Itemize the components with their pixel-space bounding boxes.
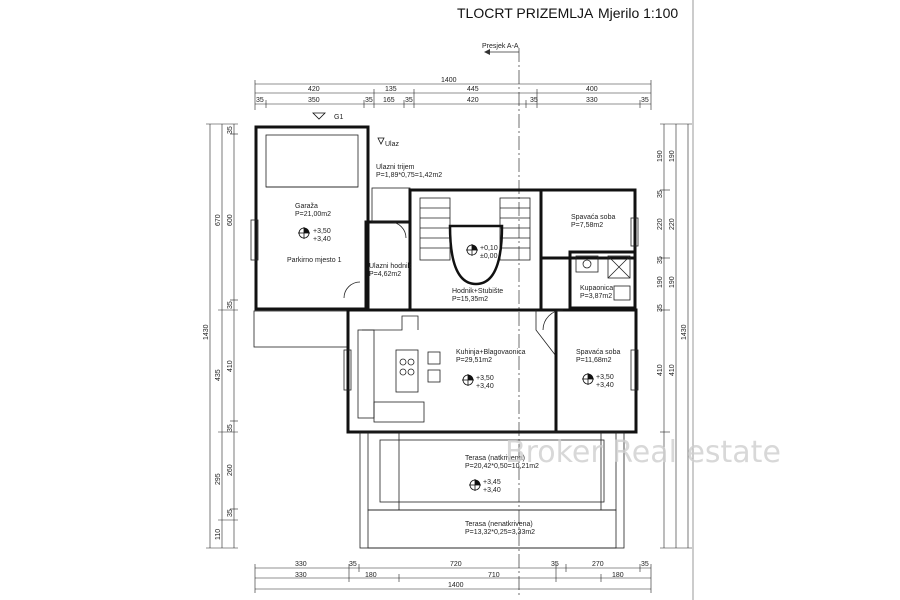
garage-area: P=21,00m2 [295, 211, 331, 218]
dim-top-r2-0: 35 [256, 97, 264, 104]
g1-label: G1 [334, 114, 343, 121]
bedroom2-level-1: +3,50 [596, 374, 614, 381]
right-dimensions: 1430 190 35 220 35 190 35 410 190 220 19… [657, 123, 692, 549]
left-dimensions: 1430 670 435 295 110 35 600 35 410 35 26… [203, 123, 238, 549]
dim-top-r1-2: 445 [467, 86, 479, 93]
dim-bot-r2-3: 180 [612, 572, 624, 579]
bedroom2-area: P=11,68m2 [576, 357, 612, 364]
garage-level-2: +3,40 [313, 236, 331, 243]
dim-right-i0: 190 [657, 150, 664, 162]
dim-right-i6: 410 [657, 364, 664, 376]
entrance-arrow-icon [377, 137, 385, 145]
dim-left-i0: 35 [227, 126, 234, 134]
kitchen-level-2: +3,40 [476, 383, 494, 390]
dim-left-i1: 600 [227, 214, 234, 226]
stairs-name: Hodnik+Stubište [452, 288, 503, 295]
terrace2-area: P=13,32*0,25=3,33m2 [465, 529, 535, 536]
section-label: Presjek A-A [482, 43, 519, 50]
walls [250, 125, 639, 549]
section-arrow-head [484, 49, 490, 55]
dim-top-r1-3: 400 [586, 86, 598, 93]
entrance-label: Ulaz [385, 141, 400, 148]
bedroom2-level-2: +3,40 [596, 382, 614, 389]
terrace2-name: Terasa (nenatkrivena) [465, 521, 533, 528]
dim-top-r2-7: 330 [586, 97, 598, 104]
dim-bot-r1-4: 270 [592, 561, 604, 568]
bedroom1-area: P=7,58m2 [571, 222, 603, 229]
terrace1-level-1: +3,45 [483, 479, 501, 486]
terrace1-name: Terasa (natkrivena) [465, 455, 525, 462]
bedroom2-name: Spavaća soba [576, 349, 620, 356]
dim-top-r1-0: 420 [308, 86, 320, 93]
dim-left-o1: 435 [215, 369, 222, 381]
dim-left-i3: 410 [227, 360, 234, 372]
dim-left-i6: 35 [227, 509, 234, 517]
dim-top-r2-4: 35 [405, 97, 413, 104]
dim-bot-total: 1400 [448, 582, 464, 589]
level-markers [298, 227, 594, 491]
dim-left-o3: 110 [215, 529, 222, 540]
dim-right-i2: 220 [657, 218, 664, 230]
porch-name: Ulazni trijem [376, 164, 415, 171]
dim-left-o0: 670 [215, 214, 222, 226]
bedroom1-name: Spavaća soba [571, 214, 615, 221]
dim-right-total: 1430 [681, 324, 688, 340]
dim-top-r2-2: 35 [365, 97, 373, 104]
dim-right-i4: 190 [657, 276, 664, 288]
dim-right-i3: 35 [657, 256, 664, 264]
dim-right-o3: 410 [669, 364, 676, 376]
dim-top-r2-5: 420 [467, 97, 479, 104]
stairs-level-1: +0,10 [480, 245, 498, 252]
porch-area: P=1,89*0,75=1,42m2 [376, 172, 442, 179]
dim-left-o2: 295 [215, 473, 222, 485]
bottom-dimensions: 330 35 720 35 270 35 330 180 710 180 140… [254, 561, 652, 593]
oval-stair-core [448, 224, 504, 286]
terrace1-level-2: +3,40 [483, 487, 501, 494]
watermark: Broker Real estate [505, 435, 781, 470]
dim-top-r2-8: 35 [641, 97, 649, 104]
dim-top-r1-1: 135 [385, 86, 397, 93]
plan-scale: Mjerilo 1:100 [598, 5, 678, 21]
garage-level-1: +3,50 [313, 228, 331, 235]
dim-right-i1: 35 [657, 190, 664, 198]
dim-left-i4: 35 [227, 424, 234, 432]
dim-bot-r1-5: 35 [641, 561, 649, 568]
dim-bot-r1-1: 35 [349, 561, 357, 568]
dim-top-r2-6: 35 [530, 97, 538, 104]
kitchen-area: P=29,51m2 [456, 357, 492, 364]
top-dimensions: 1400 420 135 445 400 35 350 35 165 35 42… [254, 77, 652, 110]
kitchen-level-1: +3,50 [476, 375, 494, 382]
garage-parking: Parkirno mjesto 1 [287, 257, 342, 264]
dim-left-i5: 260 [227, 464, 234, 476]
dim-right-o1: 220 [669, 218, 676, 230]
dim-right-o2: 190 [669, 276, 676, 288]
stairs-level-2: ±0,00 [480, 253, 498, 260]
dim-bot-r2-1: 180 [365, 572, 377, 579]
dim-top-r2-3: 165 [383, 97, 395, 104]
dim-left-i2: 35 [227, 301, 234, 309]
dim-top-r2-1: 350 [308, 97, 320, 104]
plan-title: TLOCRT PRIZEMLJA [457, 5, 594, 21]
dim-bot-r2-2: 710 [488, 572, 500, 579]
bath-name: Kupaonica [580, 285, 613, 292]
stairs-area: P=15,35m2 [452, 296, 488, 303]
dim-left-total: 1430 [203, 324, 210, 340]
hall-name: Ulazni hodnik [369, 263, 412, 270]
garage-name: Garaža [295, 203, 318, 210]
g1-arrow-icon [312, 112, 326, 120]
dim-bot-r1-2: 720 [450, 561, 462, 568]
dim-bot-r2-0: 330 [295, 572, 307, 579]
kitchen-name: Kuhinja+Blagovaonica [456, 349, 526, 356]
bath-area: P=3,87m2 [580, 293, 612, 300]
dim-right-i5: 35 [657, 304, 664, 312]
dim-right-o0: 190 [669, 150, 676, 162]
dim-bot-r1-0: 330 [295, 561, 307, 568]
hall-area: P=4,62m2 [369, 271, 401, 278]
terrace1-area: P=20,42*0,50=10,21m2 [465, 463, 539, 470]
dim-bot-r1-3: 35 [551, 561, 559, 568]
dim-top-total: 1400 [441, 77, 457, 84]
